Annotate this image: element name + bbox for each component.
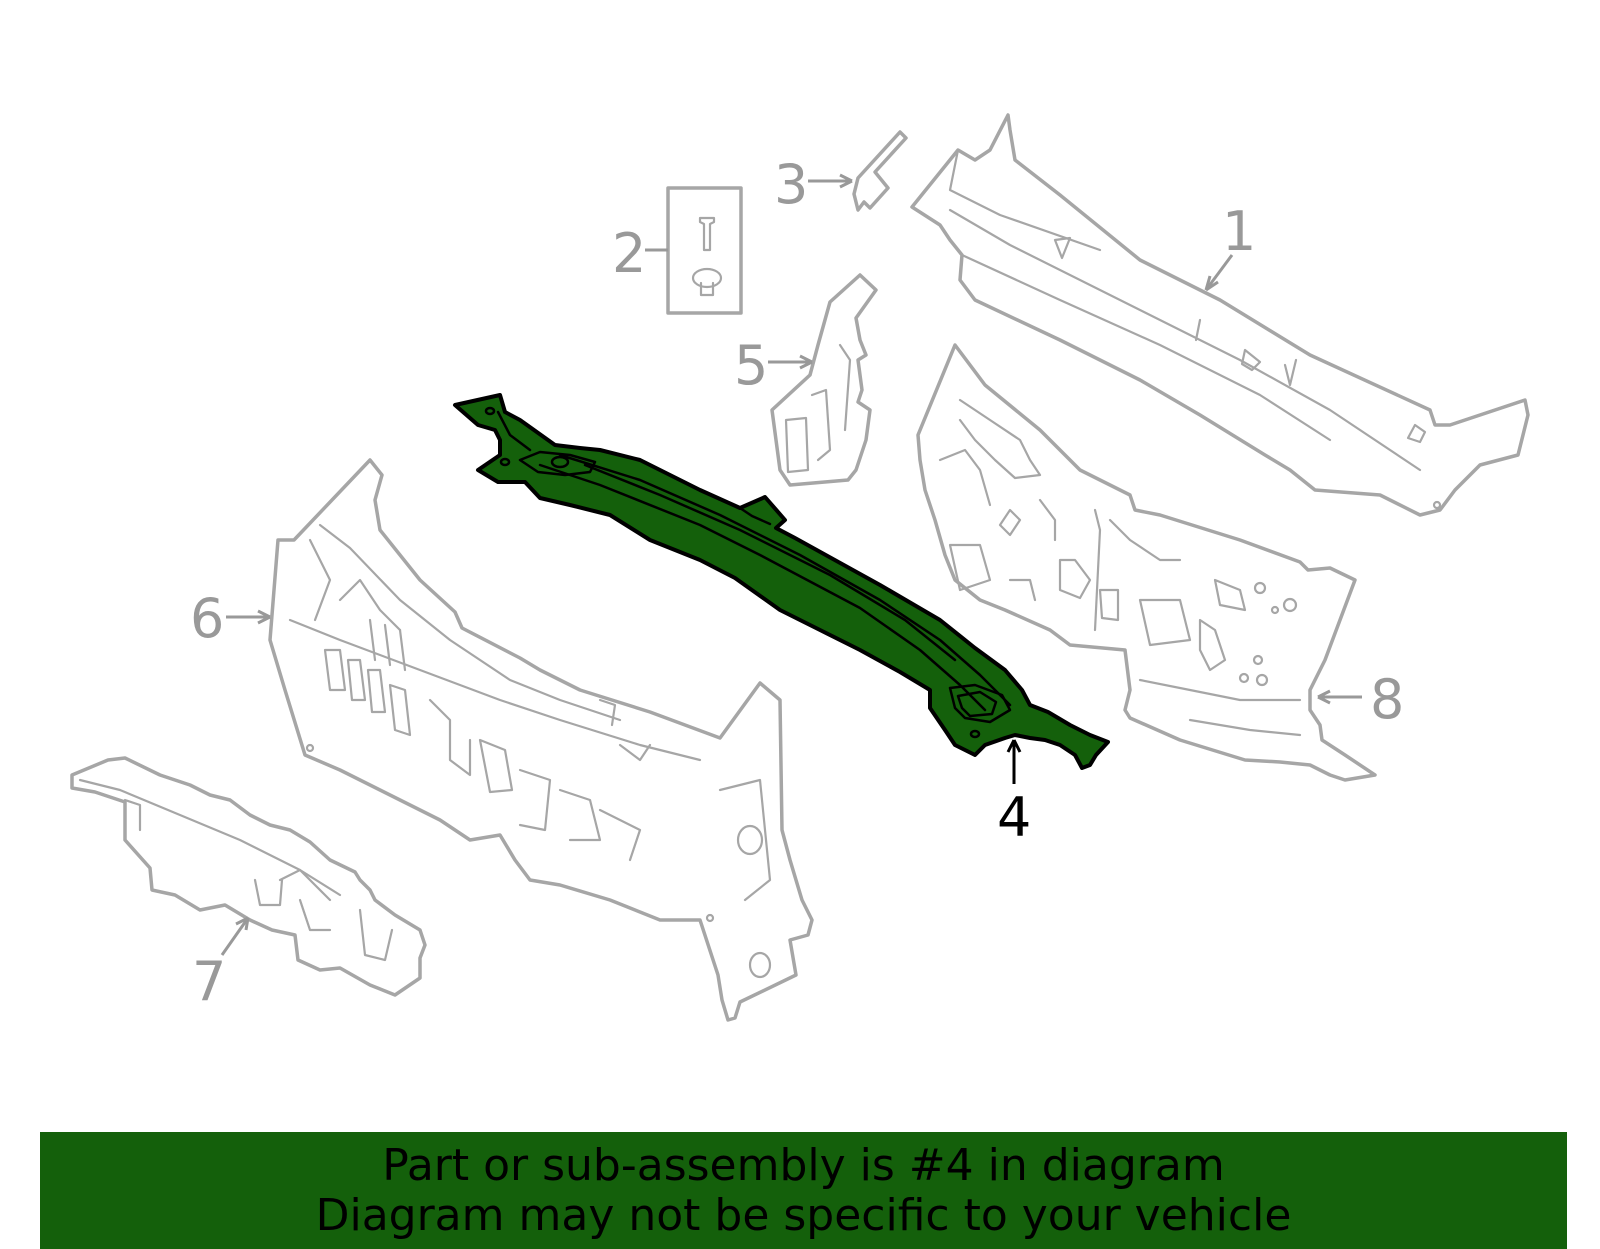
- part-4-cross-member-highlighted: [453, 393, 1110, 770]
- part-8-inner-panel: [916, 343, 1377, 782]
- banner-line-disclaimer: Diagram may not be specific to your vehi…: [315, 1189, 1292, 1241]
- callout-4: 4: [997, 786, 1031, 849]
- part-1-cowl-panel: [910, 113, 1530, 517]
- part-5-side-bracket: [770, 273, 878, 487]
- part-6-dash-panel: [268, 458, 814, 1022]
- callout-6: 6: [190, 587, 224, 650]
- part-2-fastener-box: [666, 186, 743, 315]
- callout-3: 3: [774, 153, 808, 216]
- part-7-lower-reinforcement: [70, 756, 427, 997]
- info-banner: Part or sub-assembly is #4 in diagram Di…: [40, 1132, 1567, 1249]
- leader-lines: [220, 173, 1362, 956]
- banner-line-part-number: Part or sub-assembly is #4 in diagram: [382, 1139, 1225, 1191]
- callout-7: 7: [192, 950, 226, 1013]
- callout-8: 8: [1370, 668, 1404, 731]
- callout-2: 2: [612, 222, 646, 285]
- part-3-bracket: [852, 130, 908, 212]
- callout-1: 1: [1222, 200, 1256, 263]
- callout-5: 5: [734, 334, 768, 397]
- callout-labels: 1 2 3 4 5 6 7 8: [190, 153, 1404, 1013]
